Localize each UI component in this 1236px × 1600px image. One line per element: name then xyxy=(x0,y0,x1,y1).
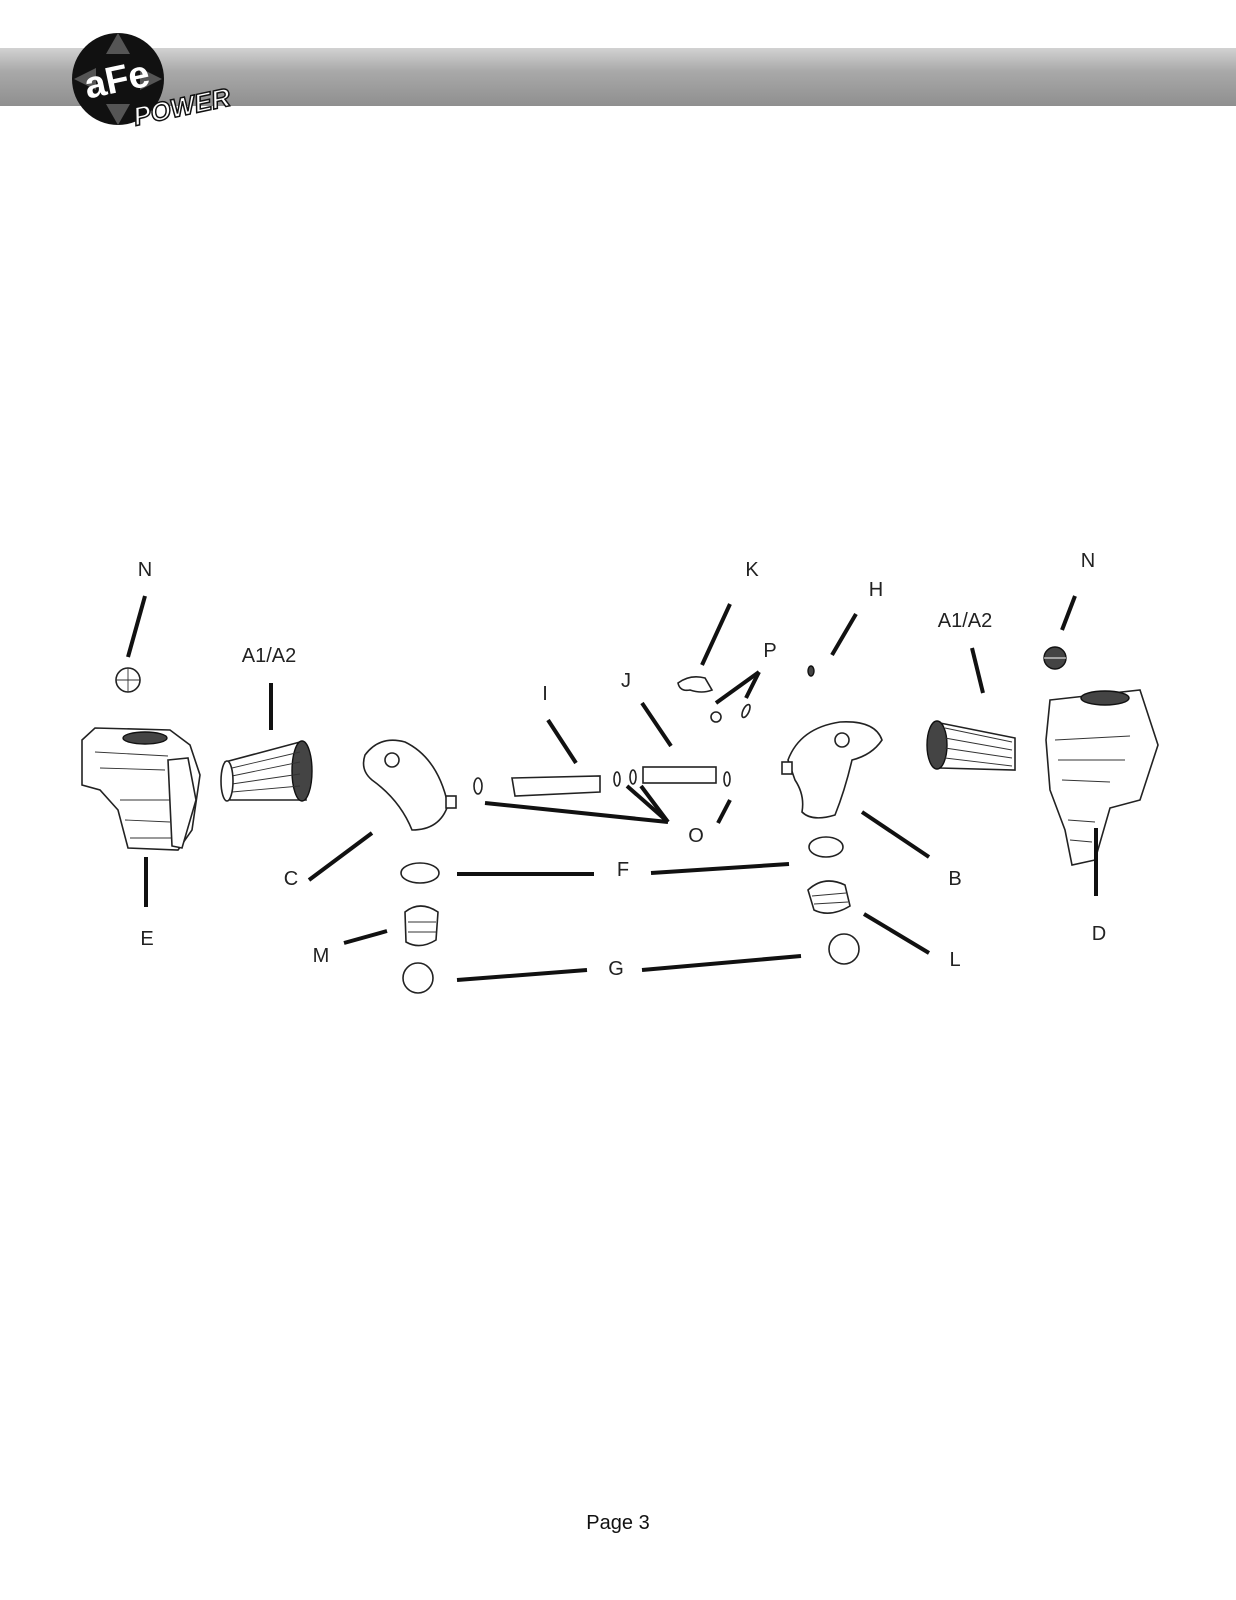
callout-h: H xyxy=(869,579,883,601)
callout-n-right: N xyxy=(1081,550,1095,572)
callout-m: M xyxy=(313,945,330,967)
part-n-right-cap xyxy=(1043,646,1067,670)
part-m-coupler xyxy=(404,905,439,947)
part-e-airbox-left xyxy=(81,727,201,851)
part-n-left-cap xyxy=(115,667,141,693)
callout-c: C xyxy=(284,868,298,890)
part-f-clamps xyxy=(400,836,844,884)
callout-a1-a2-right: A1/A2 xyxy=(938,610,992,632)
callout-j: J xyxy=(621,670,631,692)
afe-power-logo: aFe POWER xyxy=(72,33,234,132)
header-bar xyxy=(0,48,1236,106)
callout-d: D xyxy=(1092,923,1106,945)
part-l-coupler xyxy=(807,880,851,914)
part-c-tube-left xyxy=(362,739,457,831)
callout-i: I xyxy=(542,683,548,705)
part-o-clamps xyxy=(473,769,731,795)
part-h-plug xyxy=(807,665,815,677)
callout-f: F xyxy=(617,859,629,881)
part-g-clamps xyxy=(402,933,860,994)
leader-lines xyxy=(126,595,1098,982)
callout-b: B xyxy=(948,868,961,890)
part-p-fittings xyxy=(710,703,751,723)
part-d-airbox-right xyxy=(1045,689,1159,866)
callout-k: K xyxy=(745,559,759,581)
callout-p: P xyxy=(763,640,776,662)
callout-g: G xyxy=(608,958,624,980)
callout-e: E xyxy=(140,928,153,950)
callout-l: L xyxy=(949,949,960,971)
part-i-hose xyxy=(511,775,601,797)
page-number: Page 3 xyxy=(586,1512,650,1534)
part-a-filter-right xyxy=(926,720,1016,771)
callout-a1-a2-left: A1/A2 xyxy=(242,645,296,667)
callout-n-left: N xyxy=(138,559,152,581)
part-k-elbow xyxy=(677,676,714,693)
part-j-hose xyxy=(642,766,717,784)
callout-o: O xyxy=(688,825,704,847)
part-a-filter-left xyxy=(220,740,313,802)
part-b-tube-right xyxy=(781,721,883,819)
